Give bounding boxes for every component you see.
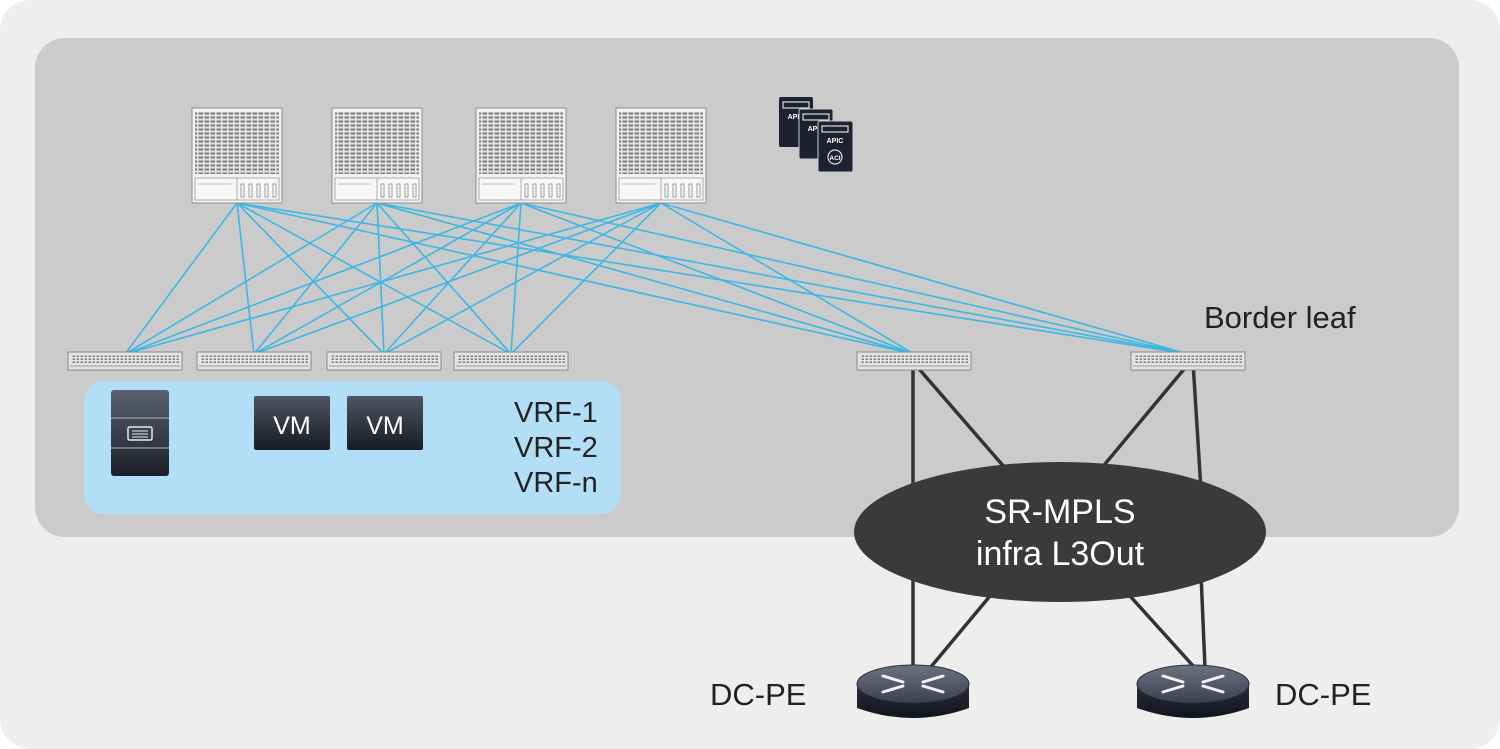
vm-label: VM [273, 412, 311, 440]
fabric-link [383, 202, 662, 355]
fabric-link [660, 202, 915, 355]
vm-label: VM [366, 412, 404, 440]
wan-link [911, 360, 1014, 478]
vrf-label: VRF-2 [514, 432, 598, 464]
cloud-title: SR-MPLS [984, 493, 1135, 531]
dc-pe-routers [856, 664, 1250, 718]
fabric-link [124, 202, 662, 355]
border-leaf-label: Border leaf [1204, 300, 1356, 335]
leaf-switch [856, 351, 972, 371]
bare-metal-server [111, 390, 169, 476]
spine-switch [615, 107, 707, 204]
router-arrows-icon [1161, 674, 1225, 694]
apic-label: APIC [788, 114, 805, 121]
vrf-label: VRF-1 [514, 397, 598, 429]
wan-link [1128, 594, 1197, 670]
fabric-link [510, 202, 662, 355]
leaf-switch [453, 351, 569, 371]
dc-pe-left-label: DC-PE [710, 677, 806, 712]
fabric-link [253, 202, 662, 355]
apic-cluster: APIC APIC APIC ACI [779, 97, 854, 173]
apic-controller: APIC ACI [817, 120, 854, 173]
leaf-switches [67, 351, 1246, 371]
fabric-link [520, 202, 1189, 355]
virtual-machine: VM [347, 396, 423, 450]
dc-pe-router [1136, 664, 1250, 718]
leaf-switch [67, 351, 183, 371]
server-drive-icon [127, 426, 153, 441]
fabric-link [376, 202, 915, 355]
fabric-link [124, 202, 378, 355]
fabric-link [660, 202, 1189, 355]
leaf-switch [326, 351, 442, 371]
fabric-link [376, 202, 1189, 355]
fabric-link [383, 202, 522, 355]
leaf-switch [1130, 351, 1246, 371]
fabric-link [236, 202, 385, 355]
cloud-subtitle: infra L3Out [976, 535, 1145, 573]
wan-link [1191, 361, 1203, 491]
fabric-link [253, 202, 378, 355]
router-arrows-icon [881, 674, 945, 694]
dc-pe-router [856, 664, 970, 718]
fabric-link [236, 202, 1189, 355]
fabric-link [376, 202, 512, 355]
fabric-link [253, 202, 522, 355]
fabric-link [124, 202, 238, 355]
aci-badge: ACI [829, 155, 840, 162]
virtual-machine: VM [254, 396, 330, 450]
wan-links [911, 360, 1207, 670]
spine-switches [191, 107, 707, 204]
dc-pe-right-label: DC-PE [1275, 677, 1371, 712]
fabric-link [376, 202, 385, 355]
fabric-link [236, 202, 255, 355]
fabric-link [520, 202, 915, 355]
spine-switch [191, 107, 283, 204]
leaf-switch [196, 351, 312, 371]
fabric-link [236, 202, 512, 355]
wan-link [1199, 573, 1207, 669]
fabric-link [124, 202, 522, 355]
wan-link [928, 594, 992, 670]
apic-label: APIC [827, 138, 844, 145]
fabric-link [510, 202, 522, 355]
wan-link [1093, 360, 1192, 478]
fabric-links [124, 202, 1189, 355]
vrf-label: VRF-n [514, 467, 598, 499]
spine-switch [331, 107, 423, 204]
apic-label: APIC [808, 126, 825, 133]
spine-switch [475, 107, 567, 204]
fabric-link [236, 202, 915, 355]
sr-mpls-cloud: SR-MPLS infra L3Out [854, 462, 1266, 602]
